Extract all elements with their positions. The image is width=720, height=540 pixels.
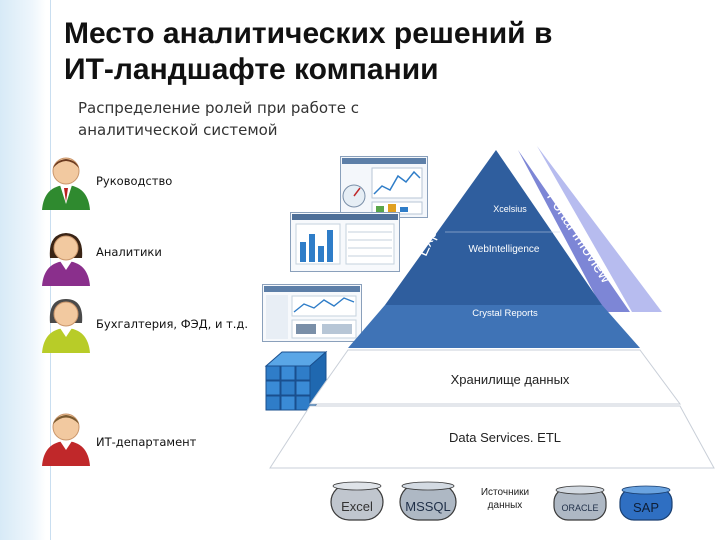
sap-label: SAP <box>633 500 659 515</box>
sources-label-line-1: Источники <box>481 487 529 498</box>
oracle-label: ORACLE <box>561 503 598 513</box>
sources-label-line-2: данных <box>488 500 523 511</box>
excel-label: Excel <box>341 499 373 514</box>
mssql-label: MSSQL <box>405 499 451 514</box>
